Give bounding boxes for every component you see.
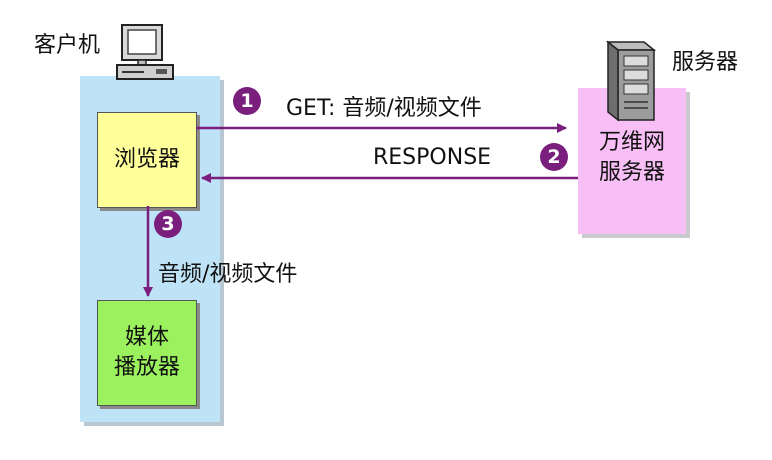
web-server-box: 万维网 服务器 [578,128,686,188]
media-player-line2: 播放器 [113,355,180,380]
server-tower-icon [605,40,657,122]
client-label: 客户机 [34,33,101,58]
media-player-line1: 媒体 [124,325,169,350]
step-2-number: 2 [547,146,561,168]
step-1-text: GET: 音频/视频文件 [286,96,482,121]
desktop-computer-icon [116,24,174,80]
step-3-number: 3 [161,213,175,235]
web-server-line1: 万维网 [598,130,665,155]
step-2-badge: 2 [540,143,568,171]
web-server-line2: 服务器 [598,160,665,185]
browser-label: 浏览器 [113,147,180,172]
step-3-text: 音频/视频文件 [158,262,298,287]
media-player-box: 媒体 播放器 [97,300,197,406]
step-3-badge: 3 [154,210,182,238]
step-1-number: 1 [240,90,254,112]
server-label: 服务器 [672,50,739,75]
step-2-text: RESPONSE [373,145,492,170]
step-1-badge: 1 [233,87,261,115]
